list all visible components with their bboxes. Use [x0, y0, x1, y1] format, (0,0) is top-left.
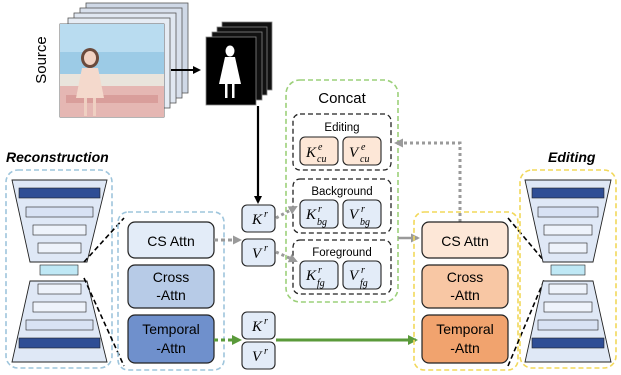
foreground-k-sub: fg — [317, 278, 325, 289]
kv-top-k-sup: r — [264, 209, 268, 220]
left-unet — [5, 169, 113, 369]
right-unet-frame — [519, 169, 617, 369]
kv-to-background-arrow — [275, 205, 298, 220]
editing-k-sub: cu — [317, 154, 326, 165]
left-encoder — [11, 179, 108, 263]
kv-bottom: K r V r — [241, 311, 276, 370]
group-editing-title: Editing — [324, 122, 359, 134]
cs-attn-to-editing-arrow — [394, 138, 462, 222]
foreground-v-sup: r — [361, 265, 365, 276]
right-cross-attn-line2: -Attn — [450, 287, 480, 303]
background-v-sub: bg — [360, 217, 370, 228]
source-video-stack — [59, 2, 189, 118]
left-cross-attn-block: Cross -Attn — [127, 264, 215, 309]
left-unet-frame — [5, 169, 113, 369]
source-label: Source — [33, 36, 50, 84]
right-cross-attn-block: Cross -Attn — [421, 264, 509, 309]
right-cs-attn-label: CS Attn — [441, 233, 488, 249]
right-unet — [519, 169, 617, 369]
source-frame — [59, 23, 165, 118]
left-bottleneck — [39, 264, 79, 276]
foreground-k: K — [305, 268, 317, 284]
reconstruction-title: Reconstruction — [6, 149, 109, 165]
person-silhouette — [219, 45, 241, 98]
right-zoom-line-top — [507, 217, 546, 263]
kv-top: K r V r — [241, 204, 276, 267]
kv-to-foreground-arrow — [275, 250, 298, 263]
foreground-v: V — [349, 268, 360, 284]
group-background-title: Background — [311, 186, 372, 198]
concat-group-editing: Editing K e cu V e cu — [292, 113, 392, 171]
left-zoom-line-bottom — [83, 277, 125, 367]
left-cross-attn-line1: Cross — [153, 269, 190, 285]
right-encoder — [524, 179, 612, 263]
editing-v-sub: cu — [360, 154, 369, 165]
background-v-sup: r — [361, 204, 365, 215]
editing-k: K — [305, 145, 317, 161]
concat-panel: Concat Editing K e cu V e cu Background … — [285, 79, 399, 303]
foreground-k-sup: r — [318, 265, 322, 276]
right-attention-panel: CS Attn Cross -Attn Temporal -Attn — [413, 211, 519, 371]
kv-top-v: V — [252, 246, 263, 262]
background-k: K — [305, 207, 317, 223]
editing-v: V — [349, 145, 360, 161]
concat-group-foreground: Foreground K r fg V r fg — [292, 239, 392, 295]
background-k-sub: bg — [317, 217, 327, 228]
group-foreground-title: Foreground — [312, 247, 371, 259]
right-bottleneck — [550, 264, 586, 276]
left-cs-attn-block: CS Attn — [127, 221, 215, 259]
concat-title: Concat — [318, 90, 366, 107]
right-cs-attn-block: CS Attn — [421, 221, 509, 259]
foreground-v-sub: fg — [360, 278, 368, 289]
right-temporal-attn-line2: -Attn — [450, 340, 480, 356]
concat-group-background: Background K r bg V r bg — [292, 178, 392, 234]
background-k-sup: r — [318, 204, 322, 215]
kv-top-k: K — [251, 212, 263, 228]
right-cross-attn-line1: Cross — [447, 269, 484, 285]
right-temporal-attn-line1: Temporal — [436, 321, 494, 337]
kv-bottom-k: K — [251, 319, 263, 335]
left-cross-attn-line2: -Attn — [156, 287, 186, 303]
editing-k-sup: e — [318, 142, 323, 153]
right-temporal-attn-block: Temporal -Attn — [421, 314, 509, 364]
left-cs-attn-label: CS Attn — [147, 233, 194, 249]
left-temporal-attn-block: Temporal -Attn — [127, 314, 215, 364]
left-temporal-attn-line1: Temporal — [142, 321, 200, 337]
kv-bottom-v: V — [252, 349, 263, 365]
left-temporal-attn-line2: -Attn — [156, 340, 186, 356]
kv-bottom-k-sup: r — [264, 316, 268, 327]
background-v: V — [349, 207, 360, 223]
left-attention-panel: CS Attn Cross -Attn Temporal -Attn — [117, 211, 225, 371]
mask-stack — [205, 21, 273, 106]
editing-title: Editing — [548, 149, 596, 165]
kv-top-v-sup: r — [264, 243, 268, 254]
kv-bottom-v-sup: r — [264, 346, 268, 357]
editing-v-sup: e — [361, 142, 366, 153]
